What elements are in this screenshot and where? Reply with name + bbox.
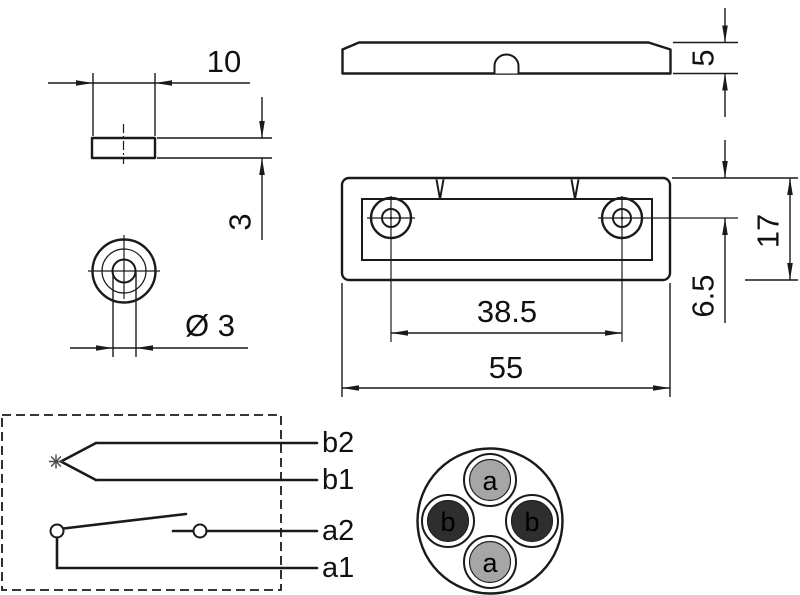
terminal-label-a2: a2 <box>322 515 354 547</box>
dim-arrow-up-icon <box>259 158 265 175</box>
dim-arrow-right-icon <box>605 330 622 336</box>
dim-arrow-left-icon <box>391 330 408 336</box>
terminal-label-b2: b2 <box>322 427 354 459</box>
conductor-b-left: b <box>421 494 475 548</box>
top-edge-notch-right <box>570 179 580 200</box>
dim-arrow-up-icon <box>722 73 728 91</box>
cable-jacket-circle <box>416 447 564 595</box>
dim-magnet-hole-diameter: Ø 3 <box>70 272 248 357</box>
circuit-schematic: b2 b1 a2 a1 <box>1 414 354 591</box>
dim-hole-offset-label: 6.5 <box>686 274 721 317</box>
terminal-label-b1: b1 <box>322 464 354 496</box>
switch-pivot-terminal <box>49 523 65 539</box>
cable-cross-section: a b b a <box>416 447 564 595</box>
wire-a1 <box>55 536 319 570</box>
dim-arrow-down-icon <box>722 25 728 43</box>
conductor-label: a <box>482 548 498 578</box>
conductor-label: b <box>440 507 455 537</box>
dim-body-height: 17 <box>745 178 798 281</box>
switch-throw-terminal <box>192 523 208 539</box>
top-edge-notch-left <box>435 179 445 200</box>
conductor-a-bottom: a <box>463 535 517 589</box>
switch-blade <box>62 512 188 530</box>
dim-body-height-label: 17 <box>751 214 786 248</box>
dim-arrow-right-icon <box>653 385 670 391</box>
dim-arrow-down-icon <box>722 161 728 178</box>
dim-magnet-width: 10 <box>48 44 250 136</box>
actuation-star-icon <box>48 454 64 469</box>
terminal-label-a1: a1 <box>322 552 354 584</box>
dim-arrow-right-icon <box>96 345 113 351</box>
dim-switch-height: 5 <box>673 8 738 117</box>
dim-arrow-down-icon <box>787 263 793 280</box>
dim-hole-spacing-label: 38.5 <box>477 294 537 329</box>
dim-total-width: 55 <box>341 283 671 397</box>
dim-magnet-width-label: 10 <box>207 44 241 79</box>
magnet-side-view: 10 3 <box>48 44 272 240</box>
magnet-top-view: Ø 3 <box>70 235 248 357</box>
contact-vee <box>58 441 98 482</box>
dim-arrow-right-icon <box>76 80 93 86</box>
switch-front-view: 38.5 55 6.5 17 <box>340 140 798 397</box>
dim-total-width-label: 55 <box>489 350 523 385</box>
dim-magnet-thickness: 3 <box>157 97 272 240</box>
switch-side-notch <box>493 53 520 74</box>
switch-front-inner-rect <box>361 198 653 261</box>
conductor-label: a <box>482 466 498 496</box>
conductor-b-right: b <box>505 494 559 548</box>
dim-arrow-up-icon <box>787 178 793 195</box>
switch-front-outline <box>340 176 672 282</box>
dim-arrow-up-icon <box>722 218 728 235</box>
dim-magnet-diameter-label: Ø 3 <box>185 308 235 343</box>
dim-arrow-down-icon <box>259 121 265 138</box>
mounting-hole-left <box>367 196 415 342</box>
conductor-label: b <box>524 507 539 537</box>
conductor-a-top: a <box>463 453 517 507</box>
switch-side-view: 5 <box>341 8 738 117</box>
dim-arrow-left-icon <box>136 345 153 351</box>
dim-switch-height-label: 5 <box>686 49 721 66</box>
schematic-boundary-box <box>1 414 282 591</box>
dim-hole-spacing: 38.5 <box>391 294 622 336</box>
dim-hole-offset: 6.5 <box>672 140 798 323</box>
dim-magnet-thickness-label: 3 <box>223 213 258 230</box>
dim-arrow-left-icon <box>342 385 359 391</box>
dim-arrow-left-icon <box>155 80 172 86</box>
mounting-hole-right <box>598 196 738 342</box>
